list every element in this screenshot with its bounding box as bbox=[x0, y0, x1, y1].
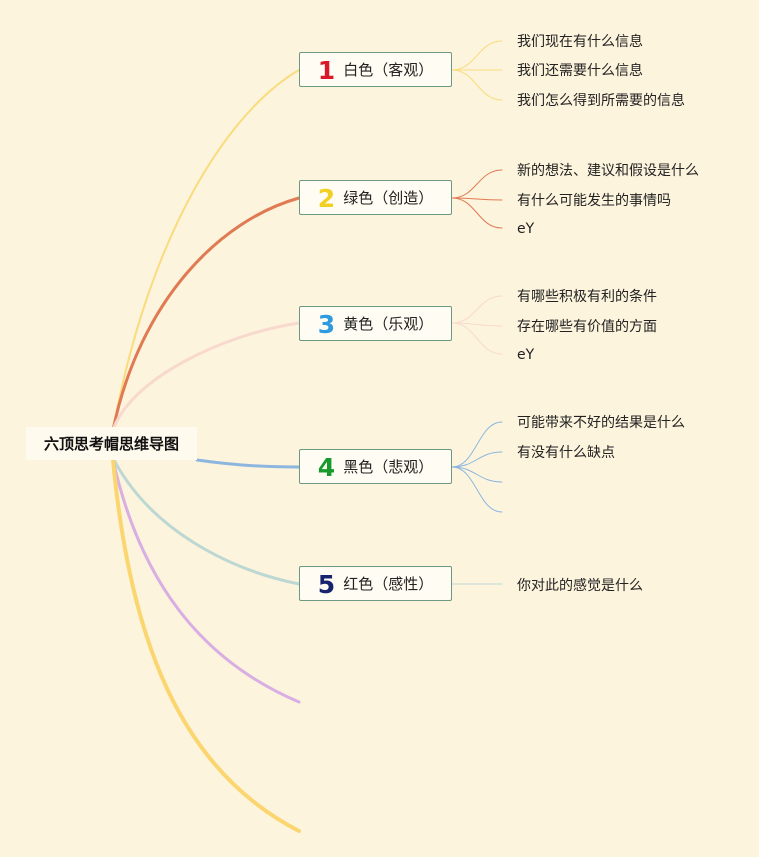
number-1-icon: 1 bbox=[317, 56, 336, 85]
branch-label: 黑色（悲观） bbox=[343, 458, 434, 476]
leaf-topic[interactable]: 可能带来不好的结果是什么 bbox=[517, 415, 685, 431]
leaf-topic[interactable]: 我们还需要什么信息 bbox=[517, 63, 643, 79]
leaf-topic[interactable]: 有没有什么缺点 bbox=[517, 445, 615, 461]
connector-yellow bbox=[111, 321, 301, 432]
branch-label: 红色（感性） bbox=[343, 575, 434, 593]
number-2-icon: 2 bbox=[317, 184, 336, 213]
leaf-connector bbox=[451, 466, 503, 483]
number-4-icon: 4 bbox=[317, 453, 336, 482]
leaf-connector bbox=[451, 295, 503, 324]
leaf-topic[interactable]: 我们怎么得到所需要的信息 bbox=[517, 93, 685, 109]
branch-yellow-hat[interactable]: 3 黄色（乐观） bbox=[299, 306, 452, 341]
branch-green-hat[interactable]: 2 绿色（创造） bbox=[299, 180, 452, 215]
branch-label: 白色（客观） bbox=[343, 61, 434, 79]
leaf-topic[interactable]: 存在哪些有价值的方面 bbox=[517, 319, 657, 335]
root-topic[interactable]: 六顶思考帽思维导图 bbox=[26, 427, 197, 460]
branch-black-hat[interactable]: 4 黑色（悲观） bbox=[299, 449, 452, 484]
connector-green bbox=[111, 196, 301, 432]
connector-red bbox=[111, 456, 301, 586]
leaf-topic[interactable]: eY bbox=[517, 221, 535, 237]
leaf-connector bbox=[451, 421, 503, 468]
branch-red-hat[interactable]: 5 红色（感性） bbox=[299, 566, 452, 601]
branch-white-hat[interactable]: 1 白色（客观） bbox=[299, 52, 452, 87]
leaf-topic[interactable]: 新的想法、建议和假设是什么 bbox=[517, 163, 699, 179]
leaf-connector bbox=[451, 40, 503, 71]
connector-extra-1 bbox=[111, 458, 301, 704]
connector-black bbox=[195, 458, 301, 469]
leaf-topic[interactable]: 有哪些积极有利的条件 bbox=[517, 289, 657, 305]
leaf-connector bbox=[451, 322, 503, 355]
connector-extra-2 bbox=[111, 458, 301, 833]
leaf-topic[interactable]: 我们现在有什么信息 bbox=[517, 34, 643, 50]
leaf-topic[interactable]: 你对此的感觉是什么 bbox=[517, 578, 643, 594]
root-topic-label: 六顶思考帽思维导图 bbox=[43, 435, 179, 453]
number-3-icon: 3 bbox=[317, 310, 336, 339]
number-5-icon: 5 bbox=[317, 570, 336, 599]
leaf-connector bbox=[451, 169, 503, 199]
connector-white bbox=[112, 69, 300, 431]
branch-label: 绿色（创造） bbox=[343, 189, 434, 207]
leaf-topic[interactable]: 有什么可能发生的事情吗 bbox=[517, 193, 671, 209]
branch-label: 黄色（乐观） bbox=[343, 315, 434, 333]
leaf-connector bbox=[451, 466, 503, 513]
leaf-connector bbox=[451, 69, 503, 101]
leaf-topic[interactable]: eY bbox=[517, 347, 535, 363]
leaf-connector bbox=[451, 197, 503, 229]
leaf-connector bbox=[451, 451, 503, 468]
